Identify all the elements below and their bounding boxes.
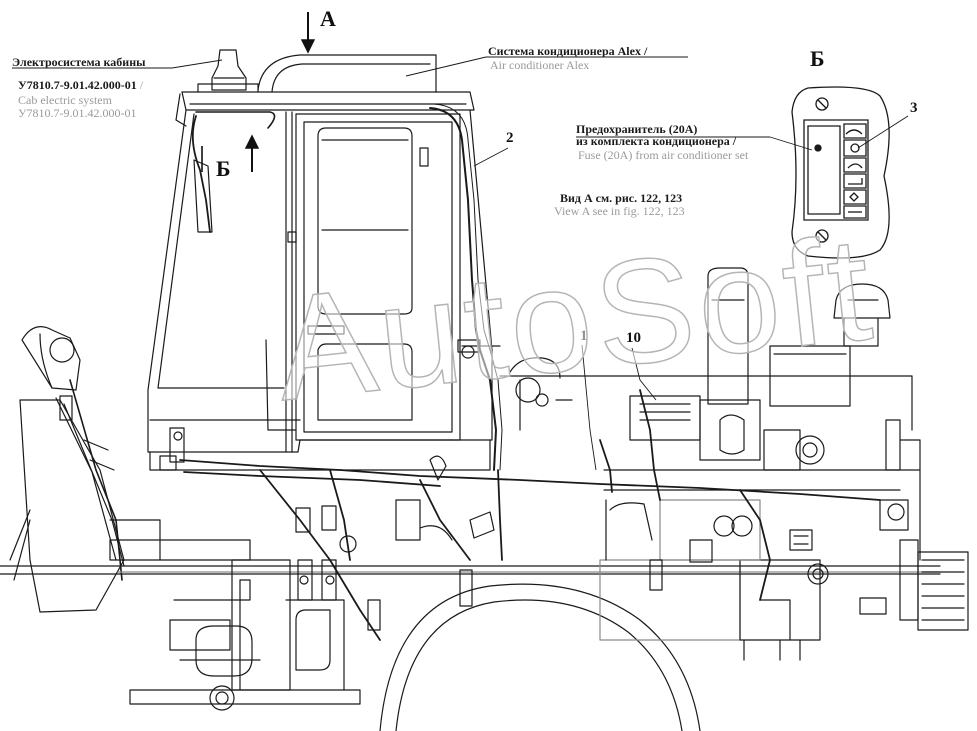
air-cleaner xyxy=(769,345,851,407)
relay-circle xyxy=(339,535,357,553)
rear-wheel xyxy=(379,583,701,731)
callout-1: 1 xyxy=(580,328,588,344)
harness-connectors xyxy=(295,455,713,631)
main-harness xyxy=(179,389,881,641)
air-conditioner-unit xyxy=(257,54,437,93)
fan-hub xyxy=(795,435,825,465)
view-a-label-en: View A see in fig. 122, 123 xyxy=(554,204,685,218)
view-a-label-ru: Вид А см. рис. 122, 123 xyxy=(560,191,683,205)
cab-electric-slash: / xyxy=(139,78,144,92)
cab-electric-code-text: У7810.7-9.01.42.000-01 xyxy=(18,78,137,92)
air-conditioner-label-ru: Система кондиционера Alex / xyxy=(488,44,648,58)
air-conditioner-label-en: Air conditioner Alex xyxy=(490,58,590,72)
view-letter-b-detail: Б xyxy=(810,46,825,71)
panel-screw-bottom xyxy=(815,229,829,243)
callout-2: 2 xyxy=(506,130,514,146)
fuse-symbol xyxy=(814,144,822,152)
brightness-icon xyxy=(850,143,860,153)
leader-lines xyxy=(12,56,909,471)
engine-block xyxy=(499,267,921,561)
head-lamp xyxy=(49,337,75,363)
cab-harness xyxy=(429,107,497,471)
fan-icon xyxy=(849,192,859,202)
cab-electric-code: У7810.7-9.01.42.000-01 / xyxy=(18,79,143,91)
door-handle xyxy=(307,325,345,335)
cab-electric-label-en: Cab electric system xyxy=(18,93,112,107)
fuse-label-en: Fuse (20A) from air conditioner set xyxy=(578,148,749,162)
panel-screw-top xyxy=(815,97,829,111)
chassis-frame xyxy=(0,519,969,731)
cab-outline xyxy=(147,49,503,471)
cab-door xyxy=(295,113,461,441)
cab-electric-code-en: У7810.7-9.01.42.000-01 xyxy=(18,106,137,120)
detail-b-panel xyxy=(791,86,890,259)
fuse-label-ru-1: Предохранитель (20А) xyxy=(576,122,698,136)
view-arrows xyxy=(201,12,316,172)
beacon-lamp xyxy=(211,49,247,91)
view-letter-b-cab: Б xyxy=(216,156,231,181)
exhaust-pipe xyxy=(707,267,749,405)
door-window xyxy=(317,127,413,315)
front-loader xyxy=(9,326,125,613)
callout-10: 10 xyxy=(626,330,641,346)
fuse-label-ru-2: из комплекта кондиционера / xyxy=(576,134,737,148)
view-letter-a: А xyxy=(320,6,336,31)
cab-electric-label-ru: Электросистема кабины xyxy=(12,55,146,69)
callout-3: 3 xyxy=(910,100,918,116)
